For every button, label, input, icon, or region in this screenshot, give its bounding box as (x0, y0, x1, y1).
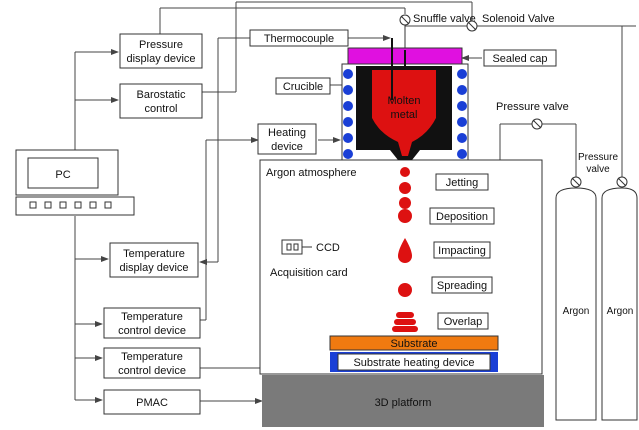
pressure-valve-main: Pressure valve (496, 101, 569, 130)
temperature-control-box-1: Temperature control device (103, 307, 201, 339)
step-impacting: Impacting (438, 245, 486, 257)
ccd-camera: CCD Acquisition card (270, 239, 348, 279)
metal-droplets (392, 167, 418, 332)
ccd-label: CCD (316, 242, 340, 254)
pc-label: PC (55, 169, 70, 181)
svg-text:Temperature: Temperature (121, 351, 183, 363)
process-steps: Jetting Deposition Impacting Spreading O… (429, 173, 495, 330)
crucible-label-box: Crucible (275, 77, 331, 95)
svg-text:Thermocouple: Thermocouple (264, 33, 334, 45)
step-deposition: Deposition (436, 211, 488, 223)
heating-coils (343, 69, 467, 159)
heating-device-box: Heating device (257, 123, 317, 155)
svg-text:3D platform: 3D platform (375, 397, 432, 409)
svg-text:Pressure: Pressure (578, 152, 618, 163)
3d-platform: 3D platform (262, 375, 544, 427)
acquisition-card-label: Acquisition card (270, 267, 348, 279)
svg-text:PMAC: PMAC (136, 397, 168, 409)
pmac-box: PMAC (103, 389, 201, 415)
crucible: Molten metal (341, 63, 469, 161)
svg-text:Barostatic: Barostatic (137, 89, 186, 101)
svg-text:Pressure: Pressure (139, 39, 183, 51)
svg-text:Temperature: Temperature (123, 248, 185, 260)
step-overlap: Overlap (444, 316, 483, 328)
temperature-display-box: Temperature display device (109, 242, 199, 278)
thermocouple-box: Thermocouple (249, 29, 349, 47)
snuffle-valve: Snuffle valve (399, 13, 476, 50)
svg-text:Pressure valve: Pressure valve (496, 101, 569, 113)
pc-computer: PC (15, 149, 135, 216)
step-spreading: Spreading (437, 280, 487, 292)
argon-atmosphere-label: Argon atmosphere (266, 167, 357, 179)
svg-text:Solenoid Valve: Solenoid Valve (482, 13, 555, 25)
svg-text:control device: control device (118, 325, 186, 337)
sealed-cap: Sealed cap (347, 47, 557, 67)
temperature-control-box-2: Temperature control device (103, 347, 201, 379)
solenoid-valve: Solenoid Valve (466, 13, 555, 32)
barostatic-control-box: Barostatic control (119, 83, 203, 119)
svg-text:control: control (144, 103, 177, 115)
svg-text:Heating: Heating (268, 127, 306, 139)
argon-cylinder-right: Argon (601, 176, 638, 421)
pressure-valve-small: Pressure valve (578, 152, 618, 175)
step-jetting: Jetting (446, 177, 478, 189)
pressure-display-box: Pressure display device (119, 33, 203, 69)
svg-text:Argon: Argon (607, 306, 634, 317)
molten-metal-label: Molten (387, 95, 420, 107)
svg-text:valve: valve (586, 164, 610, 175)
svg-text:Snuffle valve: Snuffle valve (413, 13, 476, 25)
substrate: Substrate (329, 335, 499, 351)
svg-text:device: device (271, 141, 303, 153)
svg-text:Argon: Argon (563, 306, 590, 317)
molten-metal-label-2: metal (391, 109, 418, 121)
svg-text:Temperature: Temperature (121, 311, 183, 323)
svg-text:Substrate: Substrate (390, 338, 437, 350)
argon-cylinder-left: Argon (555, 176, 597, 421)
svg-text:display device: display device (126, 53, 195, 65)
connection-lines (74, 1, 636, 404)
svg-text:control device: control device (118, 365, 186, 377)
svg-text:display device: display device (119, 262, 188, 274)
substrate-heating-device: Substrate heating device (330, 352, 498, 372)
svg-text:Sealed cap: Sealed cap (492, 53, 547, 65)
svg-text:Substrate heating device: Substrate heating device (353, 357, 474, 369)
svg-text:Crucible: Crucible (283, 81, 323, 93)
